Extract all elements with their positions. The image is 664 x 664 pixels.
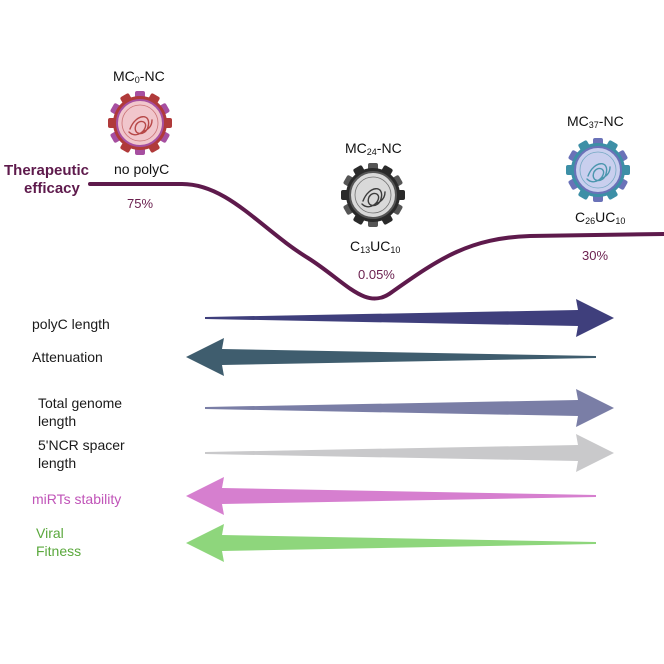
trend-label-total-genome-length: Total genome length <box>38 395 123 429</box>
virus-note-mc0: no polyC <box>114 161 170 177</box>
efficacy-curve <box>88 182 664 301</box>
curve-title-line2: efficacy <box>24 180 80 197</box>
virus-name-mc37: MC37-NC <box>567 113 624 130</box>
trend-arrow-polyc-length <box>205 299 614 337</box>
trend-label-polyc-length: polyC length <box>32 316 110 332</box>
efficacy-value-mc37: 30% <box>582 248 609 263</box>
trend-label-attenuation-text: Attenuation <box>32 349 103 365</box>
trend-label-viral-fitness: Viral Fitness <box>36 524 81 560</box>
curve-title-line1: Therapeutic <box>4 162 90 179</box>
efficacy-value-mc24: 0.05% <box>358 267 395 282</box>
trend-arrow-total-genome-length <box>205 389 614 427</box>
trend-arrow-viral-fitness <box>186 524 596 562</box>
virus-name-mc0: MC0-NC <box>113 68 165 85</box>
curve-title: Therapeutic efficacy <box>4 162 89 198</box>
trend-label-mirts-text: miRTs stability <box>32 491 122 507</box>
trend-label-mirts-stability: miRTs stability <box>32 490 121 508</box>
trend-label-fitness-text: Fitness <box>36 543 82 559</box>
trend-label-viral-text: Viral <box>36 525 64 541</box>
virus-particle-mc0 <box>108 91 172 155</box>
trend-arrow-attenuation <box>186 338 596 376</box>
virus-name-mc24: MC24-NC <box>345 140 402 157</box>
trend-arrow-5ncr-spacer-length <box>205 434 614 472</box>
trend-arrow-mirts-stability <box>186 477 596 515</box>
trend-label-attenuation: Attenuation <box>32 348 103 366</box>
virus-particle-mc24 <box>341 163 405 227</box>
trend-label-5ncr-spacer-length: 5'NCR spacer length <box>38 437 125 471</box>
virus-note-mc24: C13UC10 <box>350 238 401 255</box>
virus-particle-mc37 <box>566 138 630 202</box>
virus-note-mc37: C26UC10 <box>575 209 626 226</box>
efficacy-value-mc0: 75% <box>127 196 154 211</box>
